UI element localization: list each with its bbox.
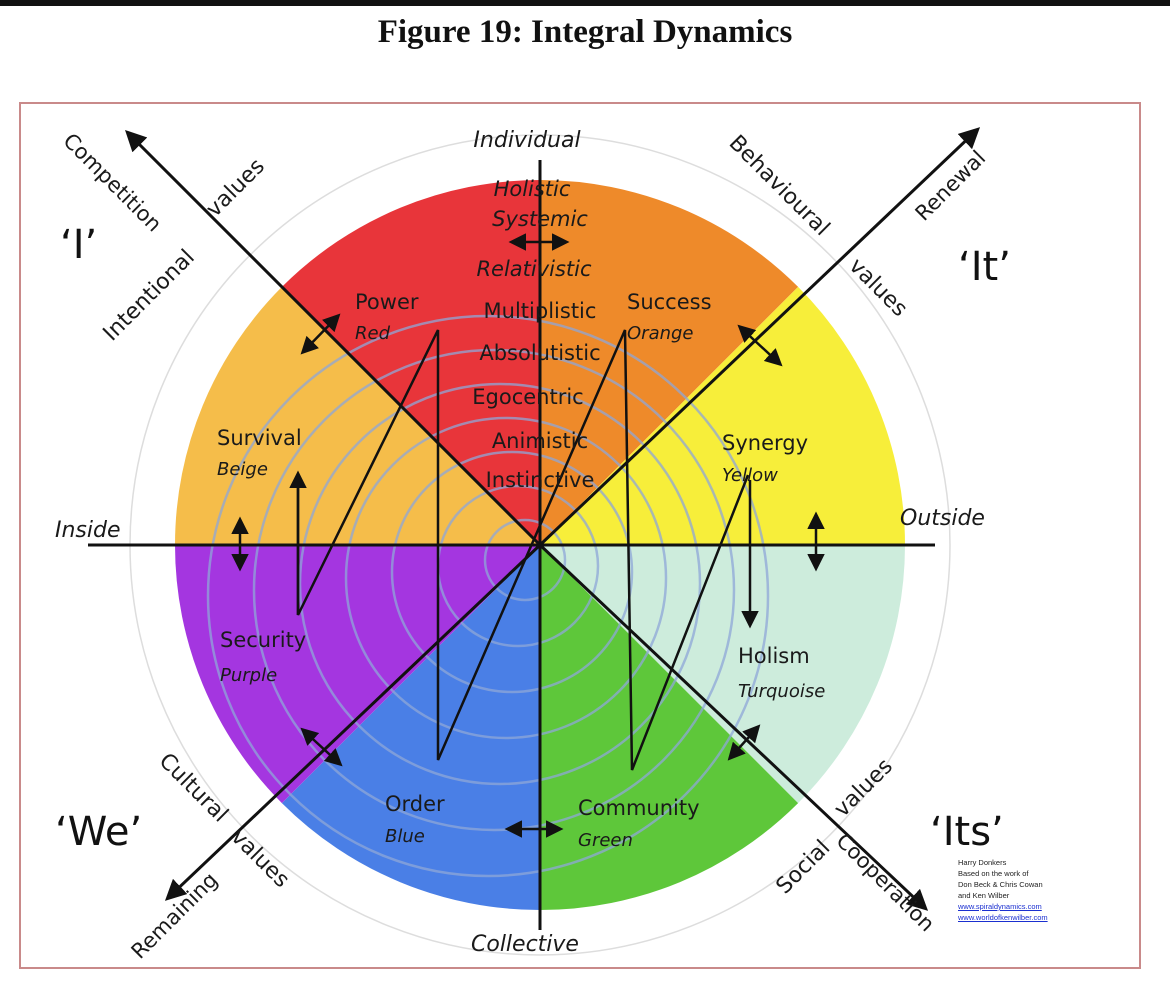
meme-order-color: Blue — [385, 826, 425, 847]
level-absolutistic: Absolutistic — [479, 341, 600, 365]
credit-block: Harry Donkers Based on the work of Don B… — [958, 857, 1048, 923]
label-cultural: Cultural — [154, 749, 233, 828]
meme-success-color: Orange — [627, 323, 694, 344]
top-bar — [0, 0, 1170, 6]
diagonal-remaining — [164, 543, 542, 901]
sector-green — [540, 545, 799, 910]
meme-power-color: Red — [355, 323, 391, 344]
label-outside: Outside — [900, 506, 985, 531]
double-arrow-security — [300, 727, 343, 767]
level-animistic: Animistic — [492, 429, 588, 453]
label-collective: Collective — [471, 932, 579, 957]
label-individual: Individual — [473, 128, 580, 153]
level-relativistic: Relativistic — [476, 257, 592, 281]
level-systemic: Systemic — [492, 207, 588, 231]
label-remaining: Remaining — [127, 868, 223, 964]
sector-red — [281, 180, 540, 545]
sector-blue — [281, 545, 540, 910]
sector-orange — [540, 179, 799, 545]
level-holistic: Holistic — [494, 177, 571, 201]
label-competition: Competition — [58, 129, 166, 237]
meme-security-color: Purple — [220, 665, 277, 686]
sector-purple — [175, 545, 540, 804]
development-path — [289, 329, 759, 771]
label-cooperation: Cooperation — [831, 829, 939, 937]
quadrant-it: ‘It’ — [958, 244, 1011, 290]
credit-author: Harry Donkers — [958, 858, 1007, 867]
meme-community-name: Community — [578, 796, 700, 820]
level-multiplistic: Multiplistic — [484, 299, 597, 323]
meme-holism-name: Holism — [738, 644, 810, 668]
quadrant-i: ‘I’ — [60, 222, 97, 268]
figure-frame — [19, 102, 1141, 969]
label-behavioural: Behavioural — [724, 131, 834, 241]
quadrant-we: ‘We’ — [55, 809, 142, 855]
credit-link-spiraldynamics[interactable]: www.spiraldynamics.com — [958, 902, 1042, 911]
meme-community-color: Green — [578, 830, 633, 851]
label-social: Social — [772, 835, 836, 899]
label-renewal: Renewal — [911, 146, 991, 226]
double-arrows — [231, 233, 825, 838]
meme-success-name: Success — [627, 290, 712, 314]
meme-synergy-name: Synergy — [722, 431, 808, 455]
credit-line3: Don Beck & Chris Cowan — [958, 880, 1043, 889]
label-intentional-values: values — [202, 154, 270, 222]
meme-power-name: Power — [355, 290, 419, 314]
spiral-rings — [206, 314, 770, 878]
label-cultural-values: values — [226, 825, 294, 893]
level-labels: Holistic Systemic Relativistic Multiplis… — [472, 177, 600, 492]
credit-line2: Based on the work of — [958, 869, 1029, 878]
figure-title: Figure 19: Integral Dynamics — [377, 14, 793, 50]
meme-order-name: Order — [385, 792, 445, 816]
sector-beige — [174, 286, 540, 545]
double-arrow-holism — [727, 724, 761, 761]
credit-line4: and Ken Wilber — [958, 891, 1010, 900]
label-social-values: values — [830, 754, 898, 822]
double-arrow-success — [737, 324, 783, 367]
sector-turquoise — [540, 545, 905, 804]
meme-labels: Power Red Success Orange Survival Beige … — [217, 290, 825, 851]
level-egocentric: Egocentric — [472, 385, 583, 409]
label-intentional: Intentional — [99, 245, 200, 346]
label-inside: Inside — [55, 518, 121, 543]
meme-survival-name: Survival — [217, 426, 302, 450]
level-instinctive: Instinctive — [486, 468, 595, 492]
meme-holism-color: Turquoise — [738, 681, 825, 702]
quadrant-its: ‘Its’ — [930, 809, 1004, 855]
double-arrow-power — [300, 313, 341, 355]
color-wheel — [174, 179, 905, 910]
sector-yellow — [540, 286, 905, 545]
meme-synergy-color: Yellow — [722, 465, 778, 486]
meme-security-name: Security — [220, 628, 306, 652]
credit-link-kenwilber[interactable]: www.worldofkenwilber.com — [958, 913, 1048, 922]
meme-survival-color: Beige — [217, 459, 268, 480]
